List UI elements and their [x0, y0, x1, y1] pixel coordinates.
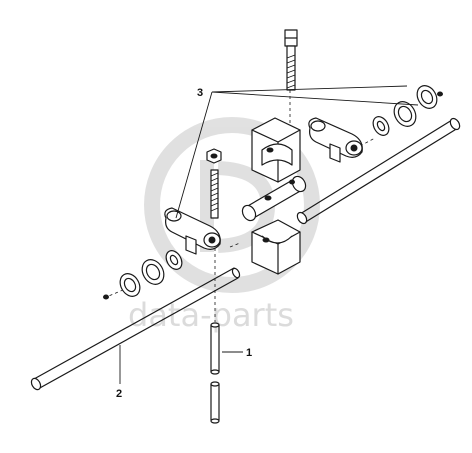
washer-set-right: [372, 85, 438, 136]
push-rod-long: [30, 267, 241, 391]
stud-bolt-top: [284, 29, 298, 91]
end-clip-right: [437, 91, 443, 97]
push-rod-short: [210, 322, 220, 424]
push-rod-right: [296, 117, 461, 225]
rocker-support-upper: [251, 117, 301, 183]
assembly-center-lines: [103, 90, 376, 322]
rocker-support-lower: [251, 219, 301, 275]
adjusting-screw: [206, 148, 222, 219]
washer-set-left: [119, 250, 183, 297]
rocker-shaft: [241, 175, 307, 222]
callout-3: 3: [197, 87, 203, 99]
rocker-arm-left: [164, 207, 221, 255]
callout-1: 1: [246, 347, 252, 359]
end-clip-left: [103, 294, 109, 300]
callout-2: 2: [116, 388, 122, 400]
rocker-arm-right: [308, 117, 363, 163]
callout-leaders: [119, 85, 419, 384]
